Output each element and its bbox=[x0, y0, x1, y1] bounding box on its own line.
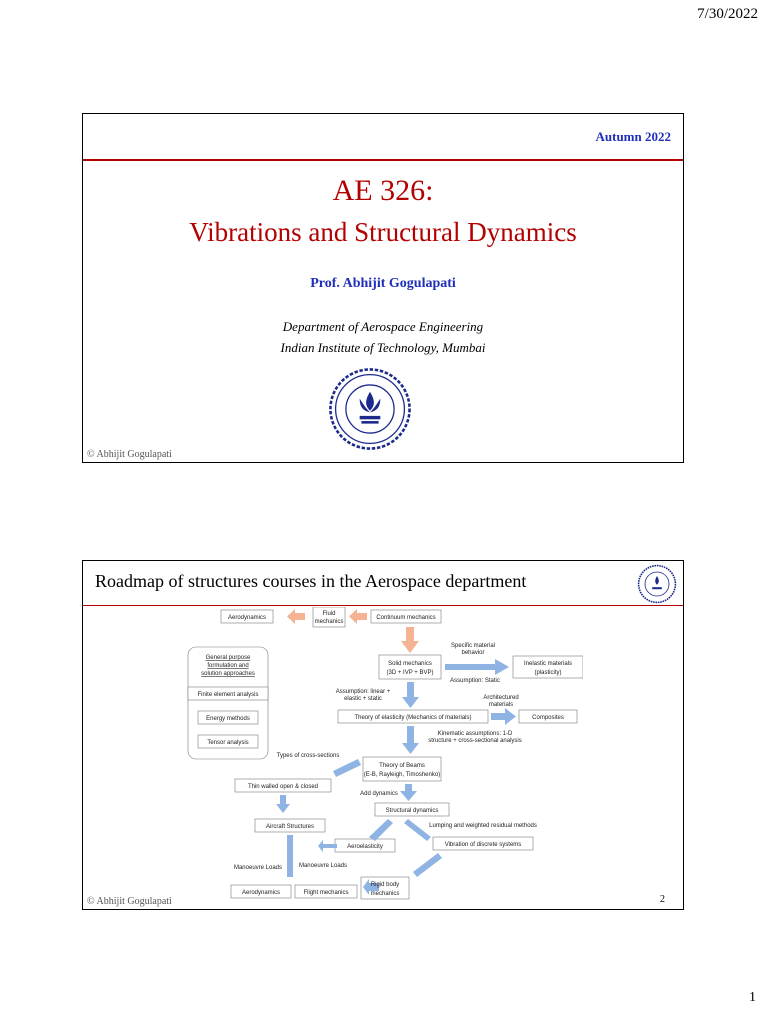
slide-number: 2 bbox=[660, 894, 665, 905]
department-name: Department of Aerospace Engineering bbox=[282, 319, 484, 334]
title-divider bbox=[83, 605, 683, 606]
course-roadmap-diagram: Aerodynamics Fluid mechanics Continuum m… bbox=[187, 607, 583, 900]
label-architectured-2: materials bbox=[489, 702, 513, 708]
label-specific-material-2: behavior bbox=[461, 650, 484, 656]
node-continuum-mechanics: Continuum mechanics bbox=[376, 615, 435, 621]
title-divider bbox=[83, 159, 683, 161]
course-code: AE 326: bbox=[332, 174, 434, 207]
term-label: Autumn 2022 bbox=[595, 129, 672, 144]
node-fluid-mechanics-2: mechanics bbox=[315, 619, 344, 625]
node-solid-mechanics-2: (3D + IVP + BVP) bbox=[387, 670, 434, 676]
node-theory-beams-1: Theory of Beams bbox=[379, 763, 425, 769]
label-kinematic-2: structure + cross-sectional analysis bbox=[428, 738, 522, 744]
node-aerodynamics-bottom: Aerodynamics bbox=[242, 890, 280, 896]
label-specific-material-1: Specific material bbox=[451, 643, 495, 649]
iit-bombay-emblem-icon bbox=[637, 564, 677, 604]
node-thin-walled: Thin walled open & closed bbox=[248, 784, 318, 790]
label-add-dynamics: Add dynamics bbox=[360, 791, 398, 797]
institute-name: Indian Institute of Technology, Mumbai bbox=[280, 340, 486, 355]
node-general-purpose-3: solution approaches bbox=[201, 671, 255, 677]
node-rigid-body-1: Rigid body bbox=[371, 882, 399, 888]
node-theory-beams-2: (E-B, Rayleigh, Timoshenko) bbox=[364, 772, 440, 778]
node-inelastic-2: (plasticity) bbox=[534, 670, 561, 676]
node-inelastic-1: Inelastic materials bbox=[524, 661, 572, 667]
slide-title: Roadmap of structures courses in the Aer… bbox=[95, 571, 527, 591]
slide-1: Autumn 2022 AE 326: Vibrations and Struc… bbox=[82, 113, 684, 463]
node-rigid-body-2: mechanics bbox=[371, 891, 400, 897]
page-number: 1 bbox=[749, 990, 756, 1005]
node-theory-elasticity: Theory of elasticity (Mechanics of mater… bbox=[354, 715, 471, 721]
slide-2: Roadmap of structures courses in the Aer… bbox=[82, 560, 684, 910]
copyright: © Abhijit Gogulapati bbox=[87, 449, 172, 460]
label-kinematic-1: Kinematic assumptions: 1-D bbox=[438, 731, 513, 737]
node-solid-mechanics-1: Solid mechanics bbox=[388, 661, 432, 667]
node-composites: Composites bbox=[532, 715, 564, 721]
node-flight-mechanics: Flight mechanics bbox=[303, 890, 348, 896]
node-fluid-mechanics-1: Fluid bbox=[322, 611, 335, 617]
label-lumping: Lumping and weighted residual methods bbox=[429, 823, 537, 829]
label-manoeuvre-loads-left: Manoeuvre Loads bbox=[234, 865, 282, 871]
node-structural-dynamics: Structural dynamics bbox=[386, 808, 439, 814]
label-assumption-static: Assumption: Static bbox=[450, 678, 500, 684]
label-assumption-linear-2: elastic + static bbox=[344, 696, 382, 702]
node-finite-element: Finite element analysis bbox=[197, 692, 258, 698]
iit-bombay-emblem-icon bbox=[329, 368, 411, 450]
node-general-purpose-2: formulation and bbox=[207, 663, 248, 669]
label-manoeuvre-loads-mid: Manoeuvre Loads bbox=[299, 863, 347, 869]
node-aircraft-structures: Aircraft Structures bbox=[266, 824, 314, 830]
copyright: © Abhijit Gogulapati bbox=[87, 896, 172, 907]
node-general-purpose-1: General purpose bbox=[206, 655, 251, 661]
label-types-cross-sections: Types of cross-sections bbox=[277, 753, 340, 759]
label-architectured-1: Architectured bbox=[483, 695, 518, 701]
node-energy-methods: Energy methods bbox=[206, 716, 250, 722]
label-assumption-linear-1: Assumption: linear + bbox=[336, 689, 391, 695]
node-vibration-discrete: Vibration of discrete systems bbox=[445, 842, 522, 848]
page-date: 7/30/2022 bbox=[697, 6, 758, 22]
node-tensor-analysis: Tensor analysis bbox=[207, 740, 248, 746]
course-title: Vibrations and Structural Dynamics bbox=[189, 217, 577, 247]
node-aerodynamics-top: Aerodynamics bbox=[228, 615, 266, 621]
node-aeroelasticity: Aeroelasticity bbox=[347, 844, 383, 850]
professor-name: Prof. Abhijit Gogulapati bbox=[310, 276, 456, 291]
